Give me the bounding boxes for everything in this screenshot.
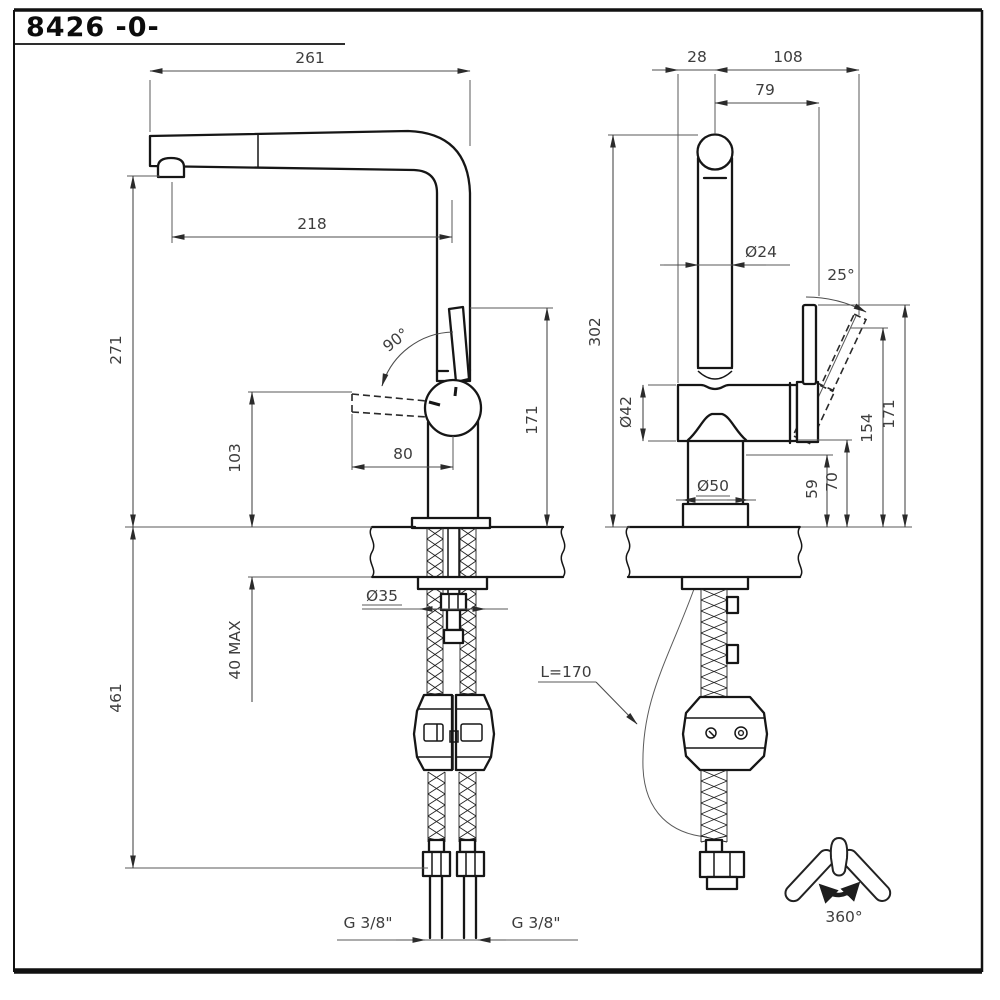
- deck-break-line: [625, 526, 631, 578]
- mounting-hardware: [439, 592, 468, 645]
- dim-spout-dia: Ø24: [745, 243, 777, 261]
- dim-handle-arc-front: 25°: [827, 266, 854, 284]
- conn-left-label: G 3/8": [343, 914, 392, 932]
- swivel-arrow: [818, 881, 861, 904]
- mounting-flange: [416, 575, 489, 591]
- drawing-title: 8426 -0-: [26, 12, 160, 43]
- aerator: [156, 156, 186, 179]
- mounting-flange-front: [680, 575, 750, 591]
- spout-outline: [148, 129, 472, 383]
- dim-handle-arc-side: 90°: [380, 325, 413, 356]
- pullout-hose-loop: [642, 588, 708, 838]
- deck-break-line: [560, 526, 566, 578]
- pullout-hose-lower: [700, 769, 728, 843]
- hose-nut-right: [455, 850, 486, 878]
- faucet-base: [410, 516, 492, 530]
- pullout-hose: [700, 588, 728, 698]
- connection-tails: [428, 874, 478, 940]
- spout-top: [696, 133, 734, 171]
- hose-nut-front: [698, 850, 746, 891]
- handle-hub: [795, 380, 820, 444]
- dim-handle-offset: 79: [755, 81, 775, 99]
- dim-handle-height: 103: [226, 443, 244, 473]
- swivel-cap: [829, 836, 849, 877]
- hose-weight: [681, 695, 769, 772]
- dim-hole-dia: Ø35: [366, 587, 398, 605]
- dim-base-dia: Ø50: [697, 477, 729, 495]
- dim-body-clearance: 59: [803, 479, 821, 499]
- deck-left: [369, 525, 566, 579]
- supply-hose-right: [459, 527, 477, 696]
- dim-spout-height: 271: [107, 335, 125, 365]
- swivel-arm-left: [784, 849, 836, 903]
- supply-hose-left: [426, 527, 444, 696]
- conn-right-label: G 3/8": [511, 914, 560, 932]
- handle-lever-alt: [351, 393, 428, 418]
- dim-handle-proj: 80: [393, 445, 413, 463]
- connector-block-left: [412, 693, 454, 772]
- swivel-label: 360°: [825, 908, 862, 926]
- dim-handle-clearance: 70: [823, 472, 841, 492]
- hose-length-label: L=170: [540, 663, 591, 681]
- mixer-body: [676, 383, 799, 443]
- dim-overall-reach: 261: [295, 49, 325, 67]
- dim-handle-tilted-height: 154: [858, 413, 876, 443]
- deck-break-line: [369, 526, 375, 578]
- dim-handle-top-height: 171: [880, 399, 898, 429]
- deck-break-line: [797, 526, 803, 578]
- dim-deck-thickness: 40 MAX: [226, 620, 244, 680]
- faucet-base-front: [681, 502, 750, 529]
- handle-lever-front: [801, 303, 818, 386]
- dim-outlet-height: 171: [523, 405, 541, 435]
- dim-total-height: 302: [586, 317, 604, 347]
- ball-joint: [423, 378, 483, 438]
- dim-below-deck: 461: [107, 683, 125, 713]
- side-view: [148, 129, 566, 940]
- dimensions: 261 218 271 461 103 40 MAX 80 171 90° Ø3…: [107, 48, 908, 943]
- extension-lines: [125, 74, 912, 941]
- front-view: [625, 133, 868, 891]
- dim-front-offset: 108: [773, 48, 803, 66]
- dim-spout-reach: 218: [297, 215, 327, 233]
- dim-body-dia: Ø42: [617, 396, 635, 428]
- handle-lever: [447, 305, 471, 384]
- deck-right: [625, 525, 803, 579]
- hose-nut-left: [421, 850, 452, 878]
- connector-block-right: [454, 693, 496, 772]
- hose-tail-right: [458, 771, 477, 843]
- hose-tail-left: [427, 771, 446, 843]
- swivel-icon: 360°: [784, 836, 892, 926]
- dim-back-offset: 28: [687, 48, 707, 66]
- drawing-frame: 8426 -0-: [13, 8, 984, 974]
